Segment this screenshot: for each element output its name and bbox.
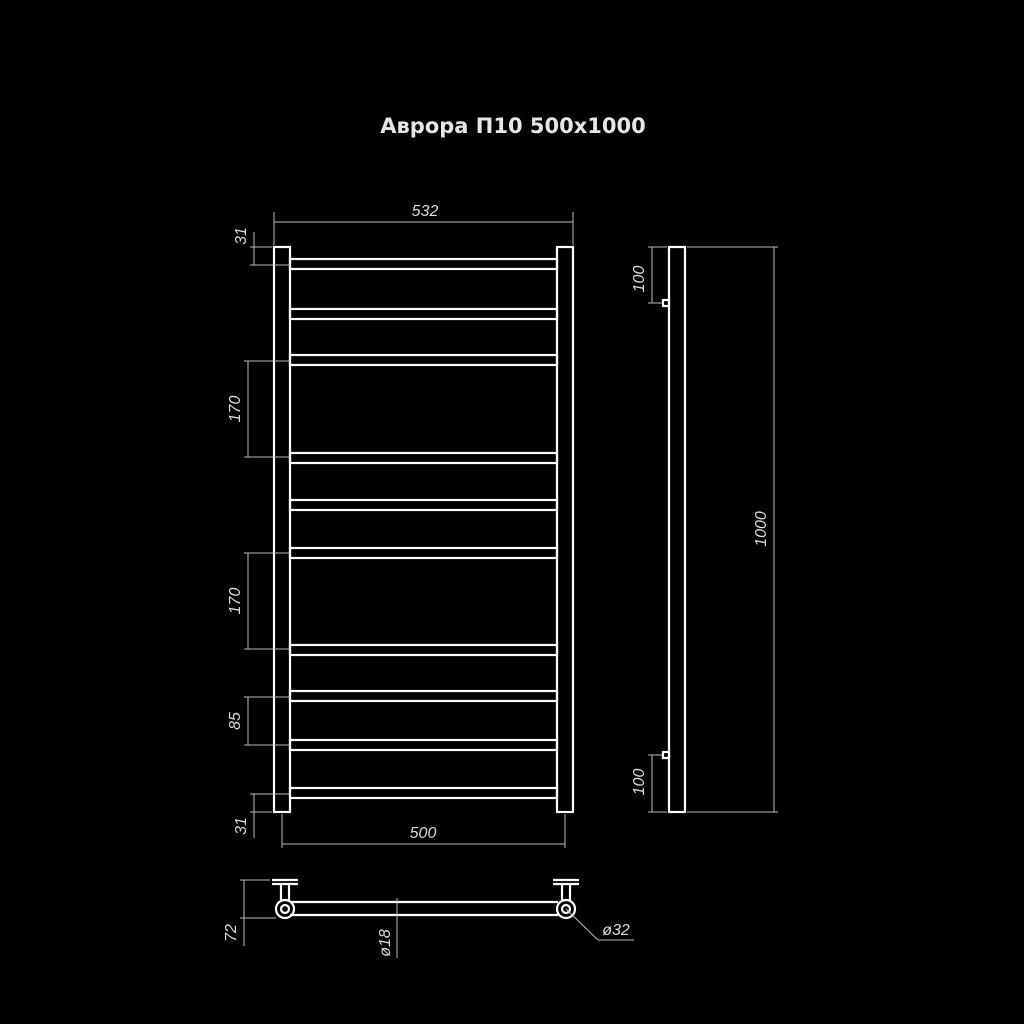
dim-center-distance-label: 500 bbox=[410, 825, 437, 842]
dim-mount-top-label: 100 bbox=[631, 266, 648, 293]
side-post bbox=[667, 245, 687, 814]
rung-9 bbox=[288, 738, 559, 752]
right-post-inner bbox=[560, 903, 572, 915]
dim-bottom-offset: 31 bbox=[233, 793, 290, 838]
rung-2 bbox=[288, 307, 559, 321]
rung-7 bbox=[288, 643, 559, 657]
rung-10 bbox=[288, 786, 559, 800]
right-post bbox=[555, 245, 575, 814]
dim-bottom-offset-label: 31 bbox=[233, 817, 250, 835]
rungs bbox=[288, 257, 559, 800]
rung-4 bbox=[288, 451, 559, 465]
left-mount bbox=[272, 878, 298, 920]
dim-gap-upper: 170 bbox=[227, 360, 290, 458]
dim-depth: 72 bbox=[223, 879, 276, 946]
dim-center-distance: 500 bbox=[281, 814, 566, 848]
top-bracket bbox=[661, 298, 671, 308]
dim-mount-bottom-label: 100 bbox=[631, 769, 648, 796]
dim-pipe-diameter-label: ø18 bbox=[377, 929, 394, 957]
dim-gap-middle-label: 170 bbox=[227, 588, 244, 615]
rung-3 bbox=[288, 353, 559, 367]
side-view: 1000 100 100 bbox=[631, 245, 778, 814]
dim-mount-top: 100 bbox=[631, 246, 667, 304]
dim-post-diameter-label: ø32 bbox=[602, 922, 630, 939]
rung-8 bbox=[288, 689, 559, 703]
bottom-bracket bbox=[661, 750, 671, 760]
dim-gap-lower-label: 85 bbox=[227, 712, 244, 730]
dim-overall-width-label: 532 bbox=[412, 203, 439, 220]
dim-gap-upper-label: 170 bbox=[227, 396, 244, 423]
dim-mount-bottom: 100 bbox=[631, 754, 667, 813]
rung-1 bbox=[288, 257, 559, 271]
dim-pipe-diameter: ø18 bbox=[377, 898, 398, 958]
dim-top-offset: 31 bbox=[233, 227, 290, 266]
left-post bbox=[272, 245, 292, 814]
rung-6 bbox=[288, 546, 559, 560]
dim-overall-width: 532 bbox=[273, 203, 574, 245]
dim-height-label: 1000 bbox=[753, 511, 770, 547]
front-view: 532 500 31 170 170 bbox=[227, 203, 575, 848]
dim-depth-label: 72 bbox=[223, 924, 240, 942]
top-view: 72 ø18 ø32 bbox=[223, 878, 634, 958]
dim-post-diameter: ø32 bbox=[565, 908, 634, 941]
right-post-section bbox=[555, 898, 577, 920]
drawing-title: Аврора П10 500х1000 bbox=[380, 114, 645, 138]
dim-top-offset-label: 31 bbox=[233, 227, 250, 245]
left-post-section bbox=[274, 898, 296, 920]
rung-5 bbox=[288, 498, 559, 512]
right-mount bbox=[553, 878, 579, 920]
dim-height: 1000 bbox=[687, 246, 778, 813]
dim-gap-lower: 85 bbox=[227, 696, 290, 746]
left-post-inner bbox=[279, 903, 291, 915]
dim-gap-middle: 170 bbox=[227, 552, 290, 650]
